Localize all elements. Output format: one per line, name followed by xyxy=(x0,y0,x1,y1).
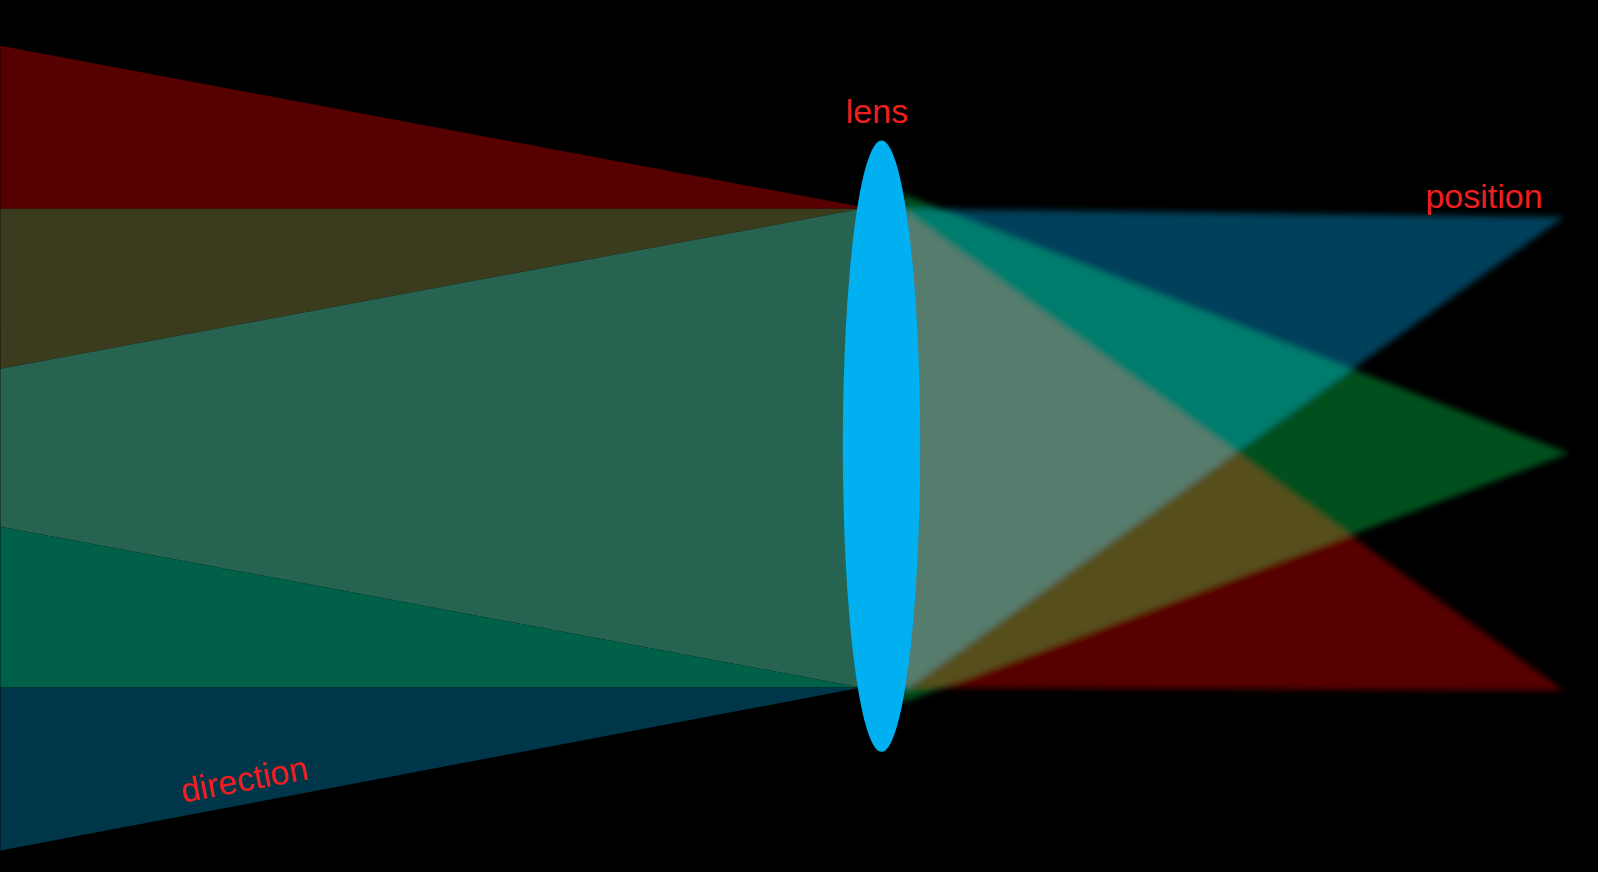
focused-beam xyxy=(902,209,1564,691)
beam-region xyxy=(0,209,861,688)
beam-region xyxy=(0,527,861,688)
position-label: position xyxy=(1425,178,1542,215)
beam-region xyxy=(0,688,861,851)
lens-label: lens xyxy=(846,93,908,130)
beam-region xyxy=(0,46,861,209)
focused-beam xyxy=(902,194,1569,703)
lens-shape xyxy=(843,141,920,752)
